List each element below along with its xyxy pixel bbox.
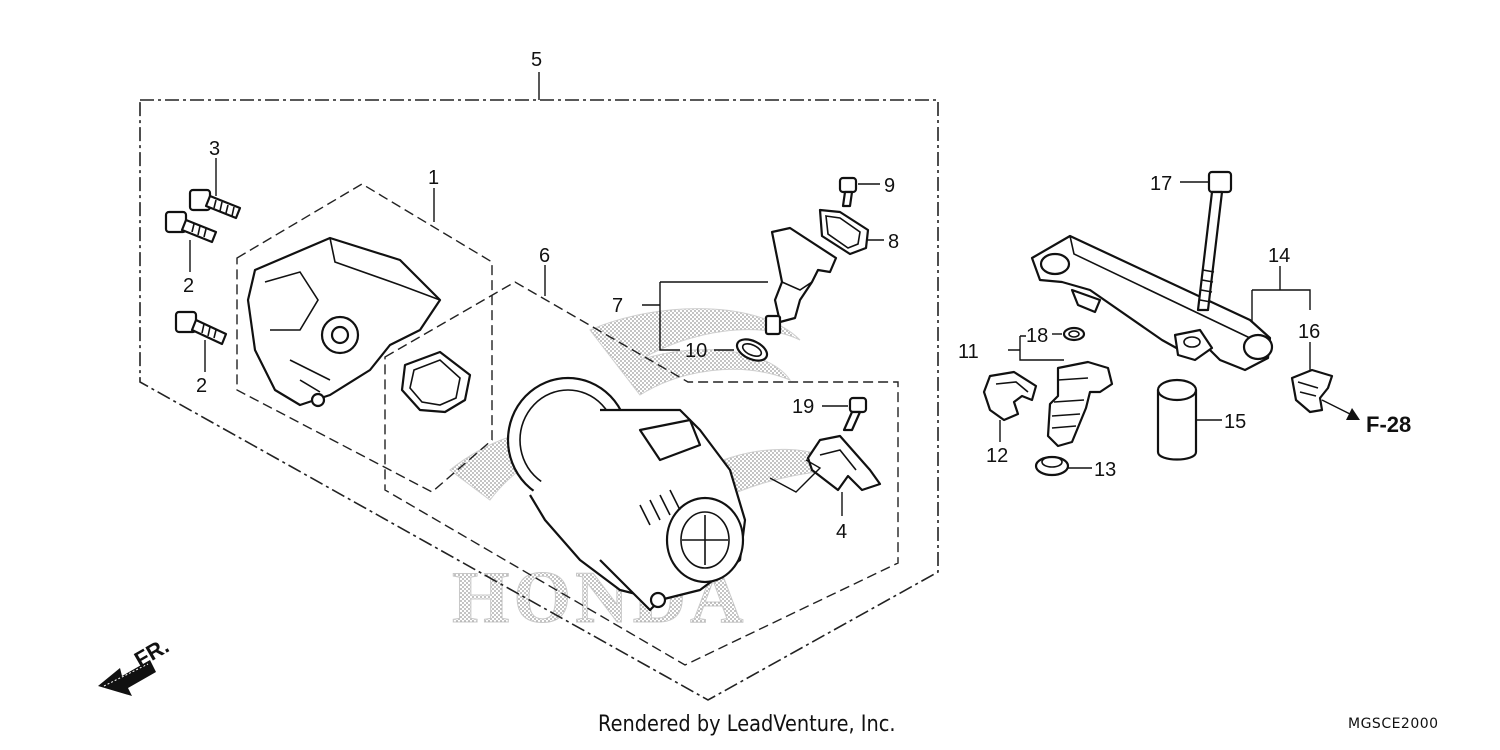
- kit-boundary-5: 5: [139, 49, 939, 701]
- sensor-part-4: 4: [769, 434, 882, 543]
- callout-3: 3: [209, 138, 220, 160]
- fuel-rail-part-14: 14: [1030, 234, 1311, 372]
- callout-2-upper: 2: [183, 275, 194, 297]
- callout-10: 10: [685, 340, 707, 362]
- callout-12: 12: [986, 445, 1008, 467]
- callout-1: 1: [428, 167, 439, 189]
- front-direction-arrow: FR.: [98, 633, 173, 696]
- callout-18: 18: [1026, 325, 1048, 347]
- sensor-part-7: 7: [612, 226, 838, 351]
- subassembly-boundary-6: 6: [384, 245, 899, 666]
- callout-16: 16: [1298, 321, 1320, 343]
- callout-4: 4: [836, 521, 847, 543]
- callout-14: 14: [1268, 245, 1290, 267]
- diagram-code: MGSCE2000: [1348, 716, 1439, 732]
- bolt-part-2-lower: 2: [174, 310, 228, 397]
- callout-6: 6: [539, 245, 550, 267]
- screw-part-9: 9: [838, 175, 895, 208]
- gasket-seal: [400, 350, 472, 414]
- callout-19: 19: [792, 396, 814, 418]
- clip-part-12: 12: [982, 370, 1038, 467]
- clip-part-16: 16: [1290, 321, 1334, 414]
- callout-7: 7: [612, 295, 623, 317]
- injector-part-11: 11: [958, 335, 1114, 448]
- bolt-part-2-upper: 2: [164, 210, 218, 297]
- screw-part-19: 19: [792, 396, 868, 432]
- seal-part-13: 13: [1034, 455, 1116, 481]
- throttle-body: [506, 376, 747, 612]
- callout-15: 15: [1224, 411, 1246, 433]
- spacer-part-15: 15: [1156, 378, 1246, 461]
- page-reference-label: F-28: [1366, 412, 1411, 437]
- o-ring-part-18: 18: [1026, 325, 1086, 347]
- callout-11: 11: [958, 341, 979, 363]
- callout-8: 8: [888, 231, 899, 253]
- sensor-unit-part-1: [246, 236, 442, 408]
- callout-17: 17: [1150, 173, 1172, 195]
- render-credit: Rendered by LeadVenture, Inc.: [598, 712, 896, 737]
- page-reference-arrow: F-28: [1321, 399, 1411, 437]
- front-direction-label: FR.: [130, 633, 173, 672]
- callout-2-lower: 2: [196, 375, 207, 397]
- o-ring-part-10: 10: [685, 338, 769, 362]
- subassembly-boundary-1: 1: [236, 167, 493, 493]
- callout-13: 13: [1094, 459, 1116, 481]
- gasket-part-8: 8: [818, 208, 899, 256]
- bolt-part-17: 17: [1150, 170, 1233, 312]
- bolt-part-3: 3: [188, 138, 242, 220]
- callout-9: 9: [884, 175, 895, 197]
- callout-5: 5: [531, 49, 542, 71]
